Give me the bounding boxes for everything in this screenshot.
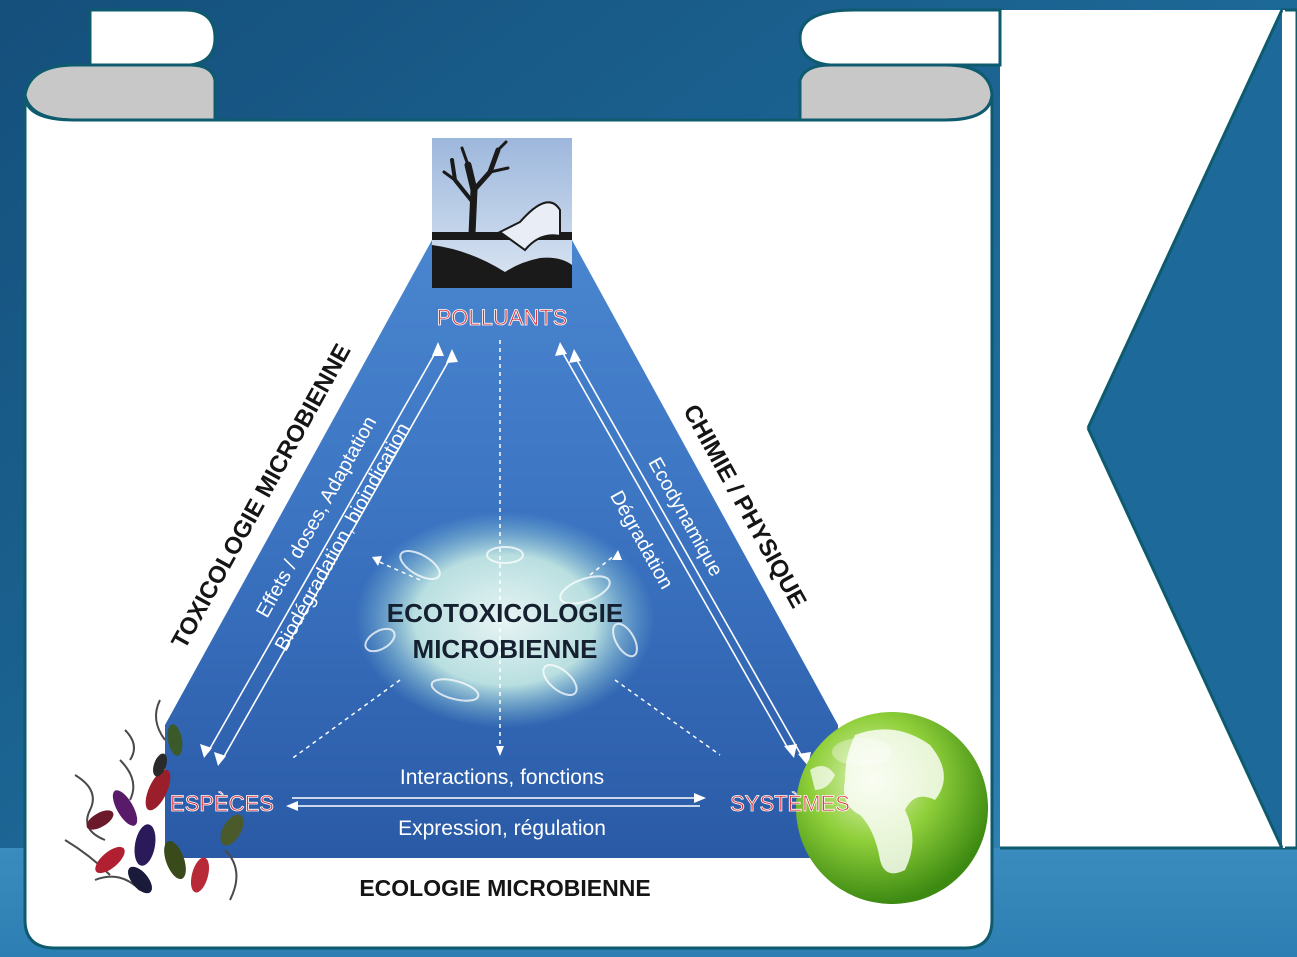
vertex-label-polluants: POLLUANTS (437, 305, 568, 330)
bottom-arrows (292, 797, 700, 807)
dead-tree-icon (432, 138, 572, 288)
chevron-notch (1088, 10, 1282, 848)
center-title-line1: ECOTOXICOLOGIE (387, 598, 623, 628)
center-title-line2: MICROBIENNE (413, 634, 598, 664)
globe-icon (796, 712, 988, 904)
dotted-links (289, 340, 721, 761)
left-arrows (207, 347, 453, 761)
vertex-label-especes: ESPÈCES (170, 791, 274, 816)
scroll-left-roll (23, 63, 217, 122)
side-label-bottom: ECOLOGIE MICROBIENNE (359, 875, 650, 901)
right-arrows (559, 347, 805, 761)
scroll-right-curl (798, 8, 1002, 67)
arrow-label-bottom-top: Interactions, fonctions (400, 766, 604, 789)
scroll-right-roll (798, 63, 994, 122)
arrow-label-bottom-bottom: Expression, régulation (398, 817, 606, 840)
bacteria-icon (64, 699, 244, 901)
right-panel-shape (1000, 10, 1282, 848)
vertex-label-systemes: SYSTÈMES (730, 791, 850, 816)
scroll-left-curl (88, 8, 217, 67)
microscopy-image (355, 512, 655, 728)
